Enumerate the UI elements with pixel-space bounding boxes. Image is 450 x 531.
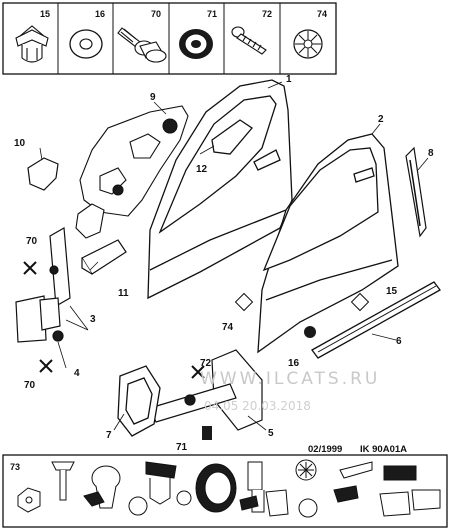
callout-71: 71: [176, 442, 188, 453]
star-washer-74-icon: [293, 29, 323, 59]
watermark-site: WWW.ILCATS.RU: [200, 369, 380, 389]
top-parts-strip: 15 16 70 71 72 74: [2, 2, 337, 75]
grommet-71-icon: [179, 29, 213, 59]
washer-16-icon: [69, 29, 103, 59]
star-marker-72: [191, 365, 205, 379]
callout-15: 15: [386, 286, 398, 297]
part-cell-label-70: 70: [151, 9, 161, 19]
door-hinge-assembly: [15, 227, 71, 343]
footer-date: 02/1999: [308, 444, 342, 455]
handle-cover-10: [27, 157, 59, 191]
door-seal-7: [117, 365, 161, 437]
rear-door-2: [257, 133, 399, 354]
part-cell-label-15: 15: [40, 9, 50, 19]
callout-12: 12: [196, 164, 208, 175]
callout-4: 4: [74, 368, 80, 379]
callout-5: 5: [268, 428, 274, 439]
leader-lines: [39, 81, 429, 431]
trim-cover-11: [81, 239, 127, 275]
footer-code: IK 90A01A: [360, 444, 407, 455]
kit-fasteners-icons: [17, 459, 441, 518]
kit-number-label: 73: [10, 462, 20, 472]
part-cell-label-71: 71: [207, 9, 217, 19]
callout-70-lower: 70: [24, 380, 36, 391]
callout-74: 74: [222, 322, 234, 333]
star-marker-70-lower: [39, 359, 53, 373]
marker-16: [304, 326, 316, 338]
watermark-date: 04.05 20.03.2018: [204, 399, 311, 413]
bolt-70-icon: [117, 27, 167, 63]
front-door-1: [147, 79, 293, 300]
callout-8: 8: [428, 148, 434, 159]
callout-72: 72: [200, 358, 212, 369]
callout-9: 9: [150, 92, 156, 103]
callout-10: 10: [14, 138, 26, 149]
kit-strip-73: 73: [2, 454, 448, 528]
callout-16: 16: [288, 358, 300, 369]
screw-72-icon: [231, 26, 267, 55]
door-moulding-6: [311, 281, 441, 359]
callout-2: 2: [378, 114, 384, 125]
callout-11: 11: [118, 288, 129, 299]
plug-71: [202, 426, 212, 440]
callout-3: 3: [90, 314, 96, 325]
door-check-5: [149, 349, 263, 431]
door-trim-panel-9: [75, 105, 189, 239]
part-cell-label-72: 72: [262, 9, 272, 19]
window-strip-8: [405, 146, 427, 238]
callout-1: 1: [286, 74, 292, 85]
callout-70-upper: 70: [26, 236, 38, 247]
star-marker-70-upper: [23, 261, 37, 275]
callout-7: 7: [106, 430, 112, 441]
marker-74: [234, 292, 254, 312]
marker-15: [350, 292, 370, 312]
part-cell-label-74: 74: [317, 9, 327, 19]
clip-15-icon: [15, 25, 49, 63]
callout-6: 6: [396, 336, 402, 347]
part-cell-label-16: 16: [95, 9, 105, 19]
